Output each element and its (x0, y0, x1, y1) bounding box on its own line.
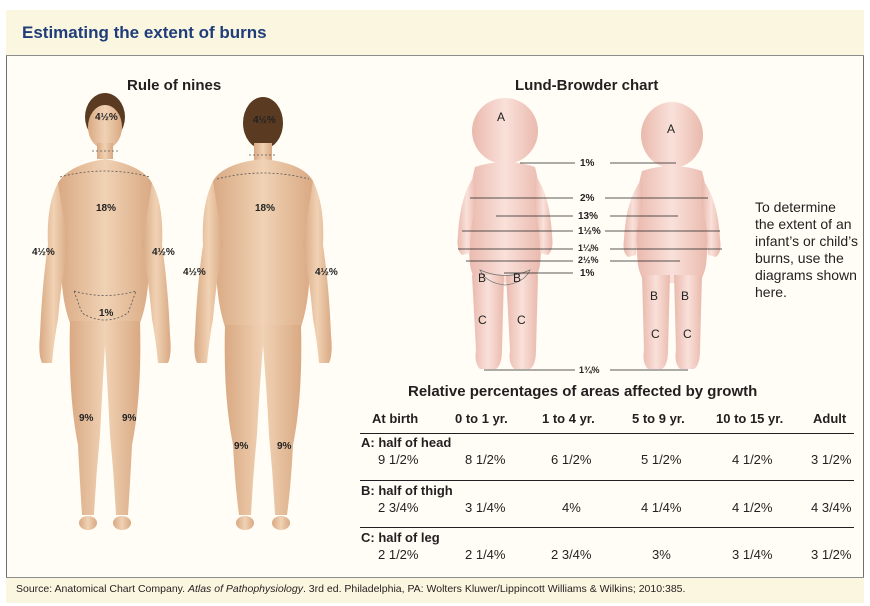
lund-browder-figure: 1% 2% 13% 1½% 1¼% 2½% 1% 1¾% A A B B B B… (440, 95, 740, 377)
table-rule (360, 480, 854, 481)
table-cell: 3% (652, 547, 671, 562)
table-cell: 2 1/2% (378, 547, 418, 562)
back-head-percent: 4½% (253, 115, 276, 126)
table-title: Relative percentages of areas affected b… (408, 383, 757, 400)
back-leg-right-percent: 9% (234, 441, 249, 452)
zone-b-front-left: B (513, 271, 521, 285)
source-suffix: . 3rd ed. Philadelphia, PA: Wolters Kluw… (303, 583, 685, 595)
figure-title: Estimating the extent of burns (22, 23, 267, 43)
row-label-b: B: half of thigh (361, 483, 453, 498)
col-header-at-birth: At birth (372, 411, 418, 426)
table-cell: 3 1/2% (811, 547, 851, 562)
col-header-5-9: 5 to 9 yr. (632, 411, 685, 426)
front-leg-left-percent: 9% (122, 413, 137, 424)
title-bar: Estimating the extent of burns (6, 10, 864, 56)
row-label-c: C: half of leg (361, 530, 440, 545)
table-cell: 4 1/4% (641, 500, 681, 515)
front-arm-right-percent: 4½% (32, 247, 55, 258)
zone-c-front-left: C (517, 313, 526, 327)
table-cell: 5 1/2% (641, 452, 681, 467)
rule-of-nines-heading: Rule of nines (127, 77, 221, 94)
col-header-0-1: 0 to 1 yr. (455, 411, 508, 426)
table-cell: 4 3/4% (811, 500, 851, 515)
table-cell: 2 3/4% (551, 547, 591, 562)
table-cell: 6 1/2% (551, 452, 591, 467)
zone-b-back-left: B (681, 289, 689, 303)
table-cell: 3 1/4% (465, 500, 505, 515)
source-line: Source: Anatomical Chart Company. Atlas … (16, 583, 685, 595)
col-header-1-4: 1 to 4 yr. (542, 411, 595, 426)
zone-c-back-left: C (683, 327, 692, 341)
table-cell: 8 1/2% (465, 452, 505, 467)
table-cell: 3 1/2% (811, 452, 851, 467)
table-cell: 9 1/2% (378, 452, 418, 467)
table-cell: 3 1/4% (732, 547, 772, 562)
front-leg-right-percent: 9% (79, 413, 94, 424)
lund-browder-note: To determine the extent of an infant’s o… (755, 199, 859, 301)
front-groin-percent: 1% (99, 308, 114, 319)
zone-c-front-right: C (478, 313, 487, 327)
table-cell: 4 1/2% (732, 452, 772, 467)
zone-b-back-right: B (650, 289, 658, 303)
callout-3: 1½% (578, 226, 601, 237)
table-rule (360, 433, 854, 434)
table-cell: 2 1/4% (465, 547, 505, 562)
callout-6: 1% (580, 268, 595, 279)
back-arm-right-percent: 4½% (183, 267, 206, 278)
zone-a-front: A (497, 110, 505, 124)
back-torso-percent: 18% (255, 203, 275, 214)
callout-1: 2% (580, 193, 595, 204)
callout-4: 1¼% (578, 243, 599, 253)
table-cell: 4 1/2% (732, 500, 772, 515)
zone-c-back-right: C (651, 327, 660, 341)
col-header-adult: Adult (813, 411, 846, 426)
callout-7: 1¾% (579, 365, 600, 375)
front-torso-percent: 18% (96, 203, 116, 214)
table-cell: 4% (562, 500, 581, 515)
lund-browder-heading: Lund-Browder chart (515, 77, 658, 94)
callout-2: 13% (578, 211, 598, 222)
front-head-percent: 4½% (95, 112, 118, 123)
back-leg-left-percent: 9% (277, 441, 292, 452)
back-arm-left-percent: 4½% (315, 267, 338, 278)
adult-front-figure: 4½% 18% 4½% 4½% 1% 9% 9% (28, 95, 178, 540)
source-prefix: Source: Anatomical Chart Company. (16, 583, 188, 595)
row-label-a: A: half of head (361, 435, 451, 450)
col-header-10-15: 10 to 15 yr. (716, 411, 783, 426)
table-rule (360, 527, 854, 528)
table-cell: 2 3/4% (378, 500, 418, 515)
callout-0: 1% (580, 158, 595, 169)
zone-b-front-right: B (478, 271, 486, 285)
front-arm-left-percent: 4½% (152, 247, 175, 258)
adult-back-figure: 4½% 18% 4½% 4½% 9% 9% (183, 95, 343, 540)
callout-5: 2½% (578, 255, 599, 265)
source-book-title: Atlas of Pathophysiology (188, 583, 303, 595)
zone-a-back: A (667, 122, 675, 136)
